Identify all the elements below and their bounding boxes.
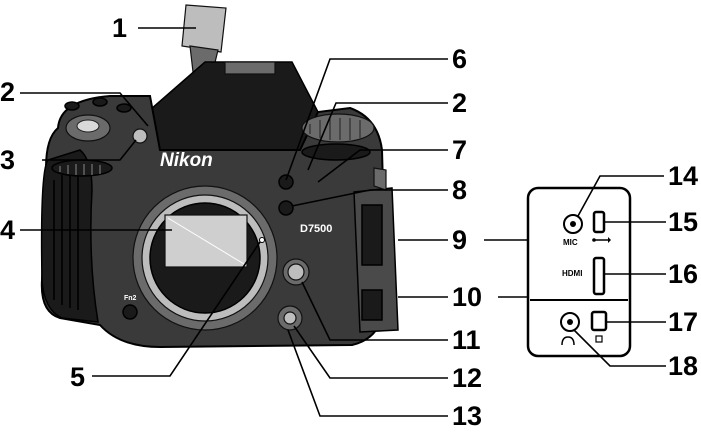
callout-3: 3	[0, 145, 15, 175]
model-badge: D7500	[300, 223, 332, 235]
prism-housing	[149, 61, 319, 151]
leader-13	[287, 329, 448, 417]
af-assist-illuminator	[132, 128, 148, 144]
callout-18: 18	[668, 351, 698, 381]
leader-18	[573, 329, 666, 367]
callout-6: 6	[452, 44, 467, 74]
sub-command-dial[interactable]	[51, 159, 113, 177]
callout-11: 11	[452, 325, 481, 355]
callout-15: 15	[668, 207, 698, 237]
hdmi-label: HDMI	[562, 269, 582, 278]
leader-5	[92, 241, 261, 377]
leader-2-left	[20, 92, 149, 127]
mounting-index	[259, 237, 265, 243]
leader-lines	[20, 27, 666, 417]
mic-label: MIC	[563, 238, 578, 247]
camera-body-illustration: Nikon D7500 Fn2	[40, 4, 399, 349]
callout-2-right: 2	[452, 88, 467, 118]
headphone-icon	[561, 336, 575, 346]
callout-7: 7	[452, 135, 467, 165]
bracket-button[interactable]	[278, 200, 294, 216]
callout-4: 4	[0, 215, 15, 245]
callout-5: 5	[70, 362, 85, 392]
leader-2-right	[307, 102, 448, 171]
fn2-label: Fn2	[124, 295, 137, 302]
callout-12: 12	[452, 363, 482, 393]
strap-eyelet	[373, 167, 387, 191]
leader-8	[291, 189, 448, 207]
leader-11	[301, 281, 448, 341]
top-button-1[interactable]	[64, 101, 80, 111]
hdmi-port[interactable]	[592, 256, 606, 296]
built-in-flash	[181, 4, 227, 53]
fn2-button[interactable]	[122, 304, 138, 320]
top-button-2[interactable]	[92, 97, 108, 107]
flash-mode-button[interactable]	[278, 174, 294, 190]
leader-12	[293, 325, 448, 379]
remote-terminal-icon	[595, 335, 603, 343]
usb-port[interactable]	[592, 210, 606, 234]
callout-16: 16	[668, 259, 698, 289]
leader-3	[42, 139, 137, 161]
cover-hinge-lower	[361, 289, 383, 321]
mode-dial[interactable]	[301, 113, 375, 143]
callout-8: 8	[452, 175, 467, 205]
callout-14: 14	[668, 161, 698, 191]
callout-10: 10	[452, 282, 482, 312]
leader-7	[317, 149, 448, 183]
terminal-detail-panel: MIC HDMI	[526, 186, 632, 358]
callout-17: 17	[668, 307, 698, 337]
shutter-release-button[interactable]	[76, 119, 100, 133]
leader-6	[285, 58, 448, 181]
accessory-shoe	[224, 61, 276, 75]
mode-dial-ridges	[309, 118, 361, 140]
callout-1: 1	[112, 13, 127, 43]
top-button-3[interactable]	[116, 103, 132, 113]
callout-13: 13	[452, 401, 482, 431]
sub-command-dial-ridges	[59, 164, 101, 175]
brand-logo: Nikon	[160, 150, 213, 171]
accessory-terminal[interactable]	[590, 310, 608, 332]
grip-texture	[53, 172, 79, 310]
callout-9: 9	[452, 225, 467, 255]
release-mode-dial[interactable]	[301, 143, 371, 161]
cover-hinge-upper	[361, 204, 383, 266]
callout-numbers: 1 2 3 4 5 6 2 7 8 9 10 11 12 13 14 15 16…	[0, 13, 698, 431]
callout-2-left: 2	[0, 77, 15, 107]
leader-14	[577, 175, 664, 217]
usb-icon	[592, 237, 611, 243]
